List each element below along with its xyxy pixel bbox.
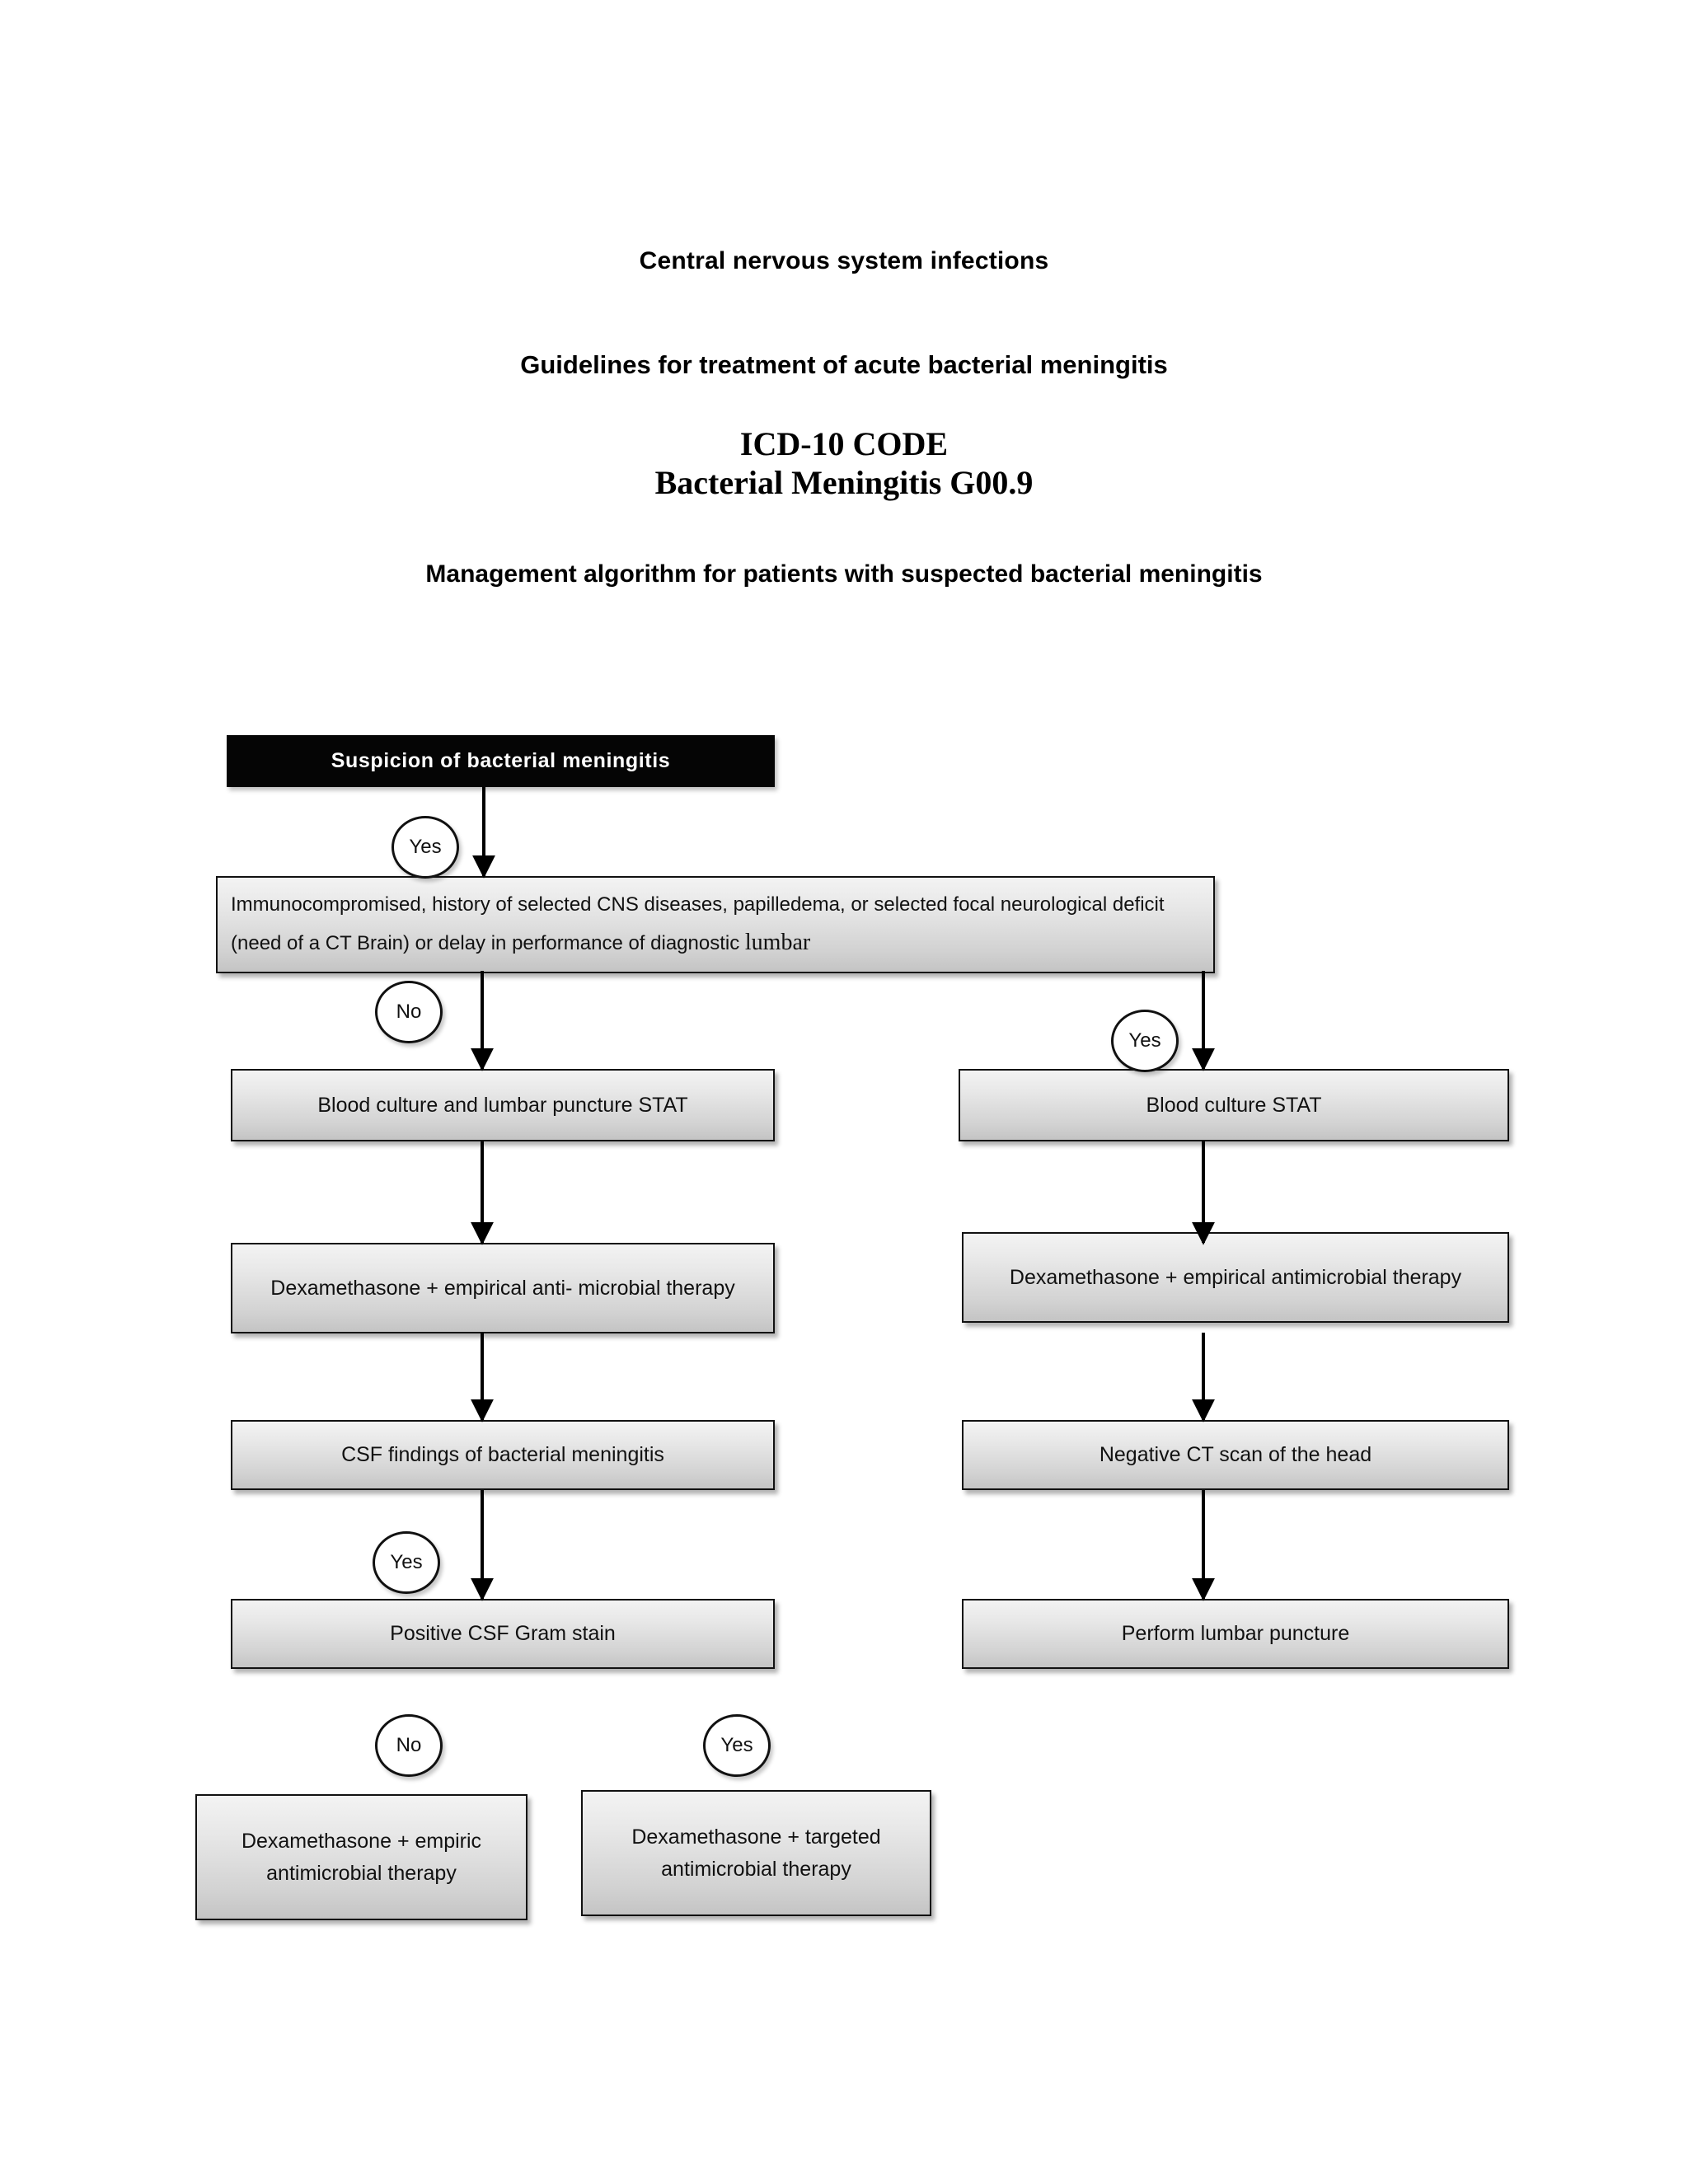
- edge-label-yes-csf-text: Yes: [390, 1551, 423, 1573]
- page-subtitle-algorithm: Management algorithm for patients with s…: [425, 560, 1263, 588]
- edge-label-yes-csf: Yes: [373, 1531, 440, 1594]
- page-subtitle-guidelines: Guidelines for treatment of acute bacter…: [520, 350, 1168, 379]
- edge-label-yes-decision: Yes: [1111, 1010, 1179, 1072]
- edge-label-yes-start: Yes: [392, 816, 459, 879]
- flow-node-decision[interactable]: Immunocompromised, history of selected C…: [216, 876, 1215, 973]
- flow-node-decision-lumbar: lumbar: [744, 929, 811, 955]
- flow-node-decision-text: Immunocompromised, history of selected C…: [231, 893, 1165, 954]
- flow-node-dexamethasone-targeted-antimicrobial[interactable]: Dexamethasone + targeted antimicrobial t…: [581, 1790, 931, 1916]
- flow-node-csf-findings-label: CSF findings of bacterial meningitis: [341, 1443, 664, 1467]
- flow-node-start-label: Suspicion of bacterial meningitis: [331, 749, 671, 773]
- flow-node-dexamethasone-empirical-antimicrobial[interactable]: Dexamethasone + empirical antimicrobial …: [962, 1232, 1509, 1323]
- flow-node-decision-label: Immunocompromised, history of selected C…: [231, 888, 1200, 963]
- flow-node-dexamethasone-empiric-antimicrobial-label: Dexamethasone + empiric antimicrobial th…: [241, 1829, 482, 1885]
- edge-label-no-gram: No: [375, 1714, 443, 1777]
- flow-node-csf-findings[interactable]: CSF findings of bacterial meningitis: [231, 1420, 775, 1490]
- flow-node-negative-ct-scan[interactable]: Negative CT scan of the head: [962, 1420, 1509, 1490]
- flow-node-negative-ct-scan-label: Negative CT scan of the head: [1099, 1443, 1372, 1467]
- page-title-cns-infections: Central nervous system infections: [639, 247, 1049, 274]
- icd-code-label: ICD-10 CODE: [739, 425, 949, 462]
- flow-node-dexamethasone-targeted-antimicrobial-label: Dexamethasone + targeted antimicrobial t…: [631, 1825, 881, 1881]
- flow-node-blood-culture-and-lp-label: Blood culture and lumbar puncture STAT: [317, 1093, 688, 1117]
- flow-node-dexamethasone-empirical-anti-microbial[interactable]: Dexamethasone + empirical anti- microbia…: [231, 1243, 775, 1333]
- flow-node-positive-csf-gram-stain-label: Positive CSF Gram stain: [390, 1622, 616, 1646]
- edge-label-yes-start-text: Yes: [409, 836, 442, 858]
- edge-label-yes-gram-text: Yes: [720, 1734, 753, 1756]
- flow-node-dexamethasone-empirical-antimicrobial-label: Dexamethasone + empirical antimicrobial …: [1009, 1265, 1462, 1289]
- flow-node-blood-culture-stat-label: Blood culture STAT: [1146, 1093, 1322, 1117]
- flow-node-perform-lumbar-puncture[interactable]: Perform lumbar puncture: [962, 1599, 1509, 1669]
- flow-node-blood-culture-stat[interactable]: Blood culture STAT: [959, 1069, 1509, 1141]
- edge-label-no-gram-text: No: [396, 1734, 422, 1756]
- icd-code-value: Bacterial Meningitis G00.9: [654, 464, 1034, 502]
- edge-label-no-decision-text: No: [396, 1001, 422, 1023]
- flow-node-perform-lumbar-puncture-label: Perform lumbar puncture: [1121, 1622, 1350, 1646]
- edge-label-yes-decision-text: Yes: [1128, 1029, 1161, 1052]
- icd-code-block: ICD-10 CODE Bacterial Meningitis G00.9: [0, 424, 1688, 502]
- edge-label-no-decision: No: [375, 981, 443, 1043]
- flow-node-dexamethasone-empirical-anti-microbial-label: Dexamethasone + empirical anti- microbia…: [270, 1276, 735, 1300]
- flow-node-positive-csf-gram-stain[interactable]: Positive CSF Gram stain: [231, 1599, 775, 1669]
- flow-node-start[interactable]: Suspicion of bacterial meningitis: [227, 735, 775, 787]
- flow-node-dexamethasone-empiric-antimicrobial[interactable]: Dexamethasone + empiric antimicrobial th…: [195, 1794, 528, 1920]
- flow-node-blood-culture-and-lp[interactable]: Blood culture and lumbar puncture STAT: [231, 1069, 775, 1141]
- edge-label-yes-gram: Yes: [703, 1714, 771, 1777]
